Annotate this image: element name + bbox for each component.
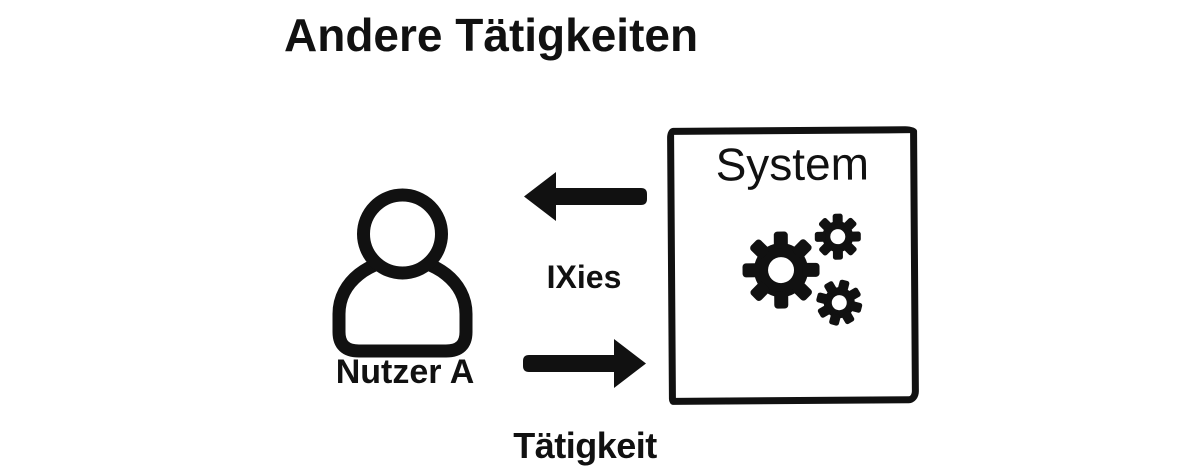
diagram-title: Andere Tätigkeiten: [284, 9, 699, 61]
user-node-label: Nutzer A: [335, 353, 475, 391]
edge-label-ixies: IXies: [546, 259, 622, 295]
edge-label-taetigkeit: Tätigkeit: [513, 425, 657, 466]
gear-small-top-icon: [814, 213, 861, 260]
gears-icon: [742, 213, 863, 326]
person-icon: [332, 188, 473, 358]
gear-large-icon: [742, 231, 820, 309]
gear-small-bottom-icon: [816, 279, 863, 326]
system-node: System: [667, 126, 919, 405]
arrow-left-icon: [524, 172, 647, 221]
arrow-right-icon: [523, 339, 646, 388]
